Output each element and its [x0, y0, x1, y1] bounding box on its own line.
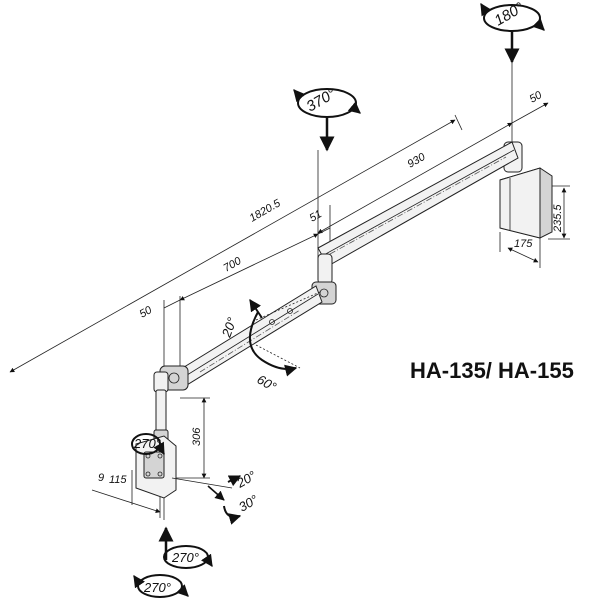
- bottom-rotate-upper-label: 270°: [171, 550, 199, 565]
- rotation-wall-swivel-label: 180°: [492, 0, 527, 29]
- model-title: HA-135/ HA-155: [410, 358, 574, 383]
- vesa-plate: [135, 435, 177, 499]
- rotation-370-indicator: [293, 88, 361, 152]
- dim-lower-arm: 700: [222, 255, 245, 275]
- tilt-down-label: 20°: [218, 315, 239, 340]
- dim-bracket-height: 235.5: [552, 204, 564, 233]
- dimension-lines: [9, 60, 570, 520]
- dim-bracket-depth: 175: [514, 238, 533, 250]
- head-tilt-pan-indicator: [171, 475, 242, 525]
- plate-rotate-label: 270°: [133, 436, 161, 451]
- tilt-up-label: 60°: [255, 372, 280, 395]
- tilt-arc-indicator: [249, 291, 321, 377]
- plate-rotation-indicator: [131, 433, 165, 456]
- rotation-180-indicator: [480, 2, 545, 64]
- dim-post-height: 306: [191, 427, 203, 446]
- dim-end-offset-left: 50: [138, 304, 155, 321]
- dim-main-arm: 930: [406, 151, 429, 171]
- dim-mount-width: 115: [109, 474, 127, 486]
- bottom-rotation-indicator: [133, 526, 213, 598]
- dim-mount-offset: 9: [98, 472, 104, 484]
- dim-joint-offset: 51: [308, 208, 325, 225]
- head-pan-label: 30°: [236, 492, 261, 515]
- head-tilt-label: 20°: [233, 468, 258, 491]
- dim-end-offset-right: 50: [528, 89, 545, 106]
- bottom-rotate-lower-label: 270°: [143, 580, 171, 595]
